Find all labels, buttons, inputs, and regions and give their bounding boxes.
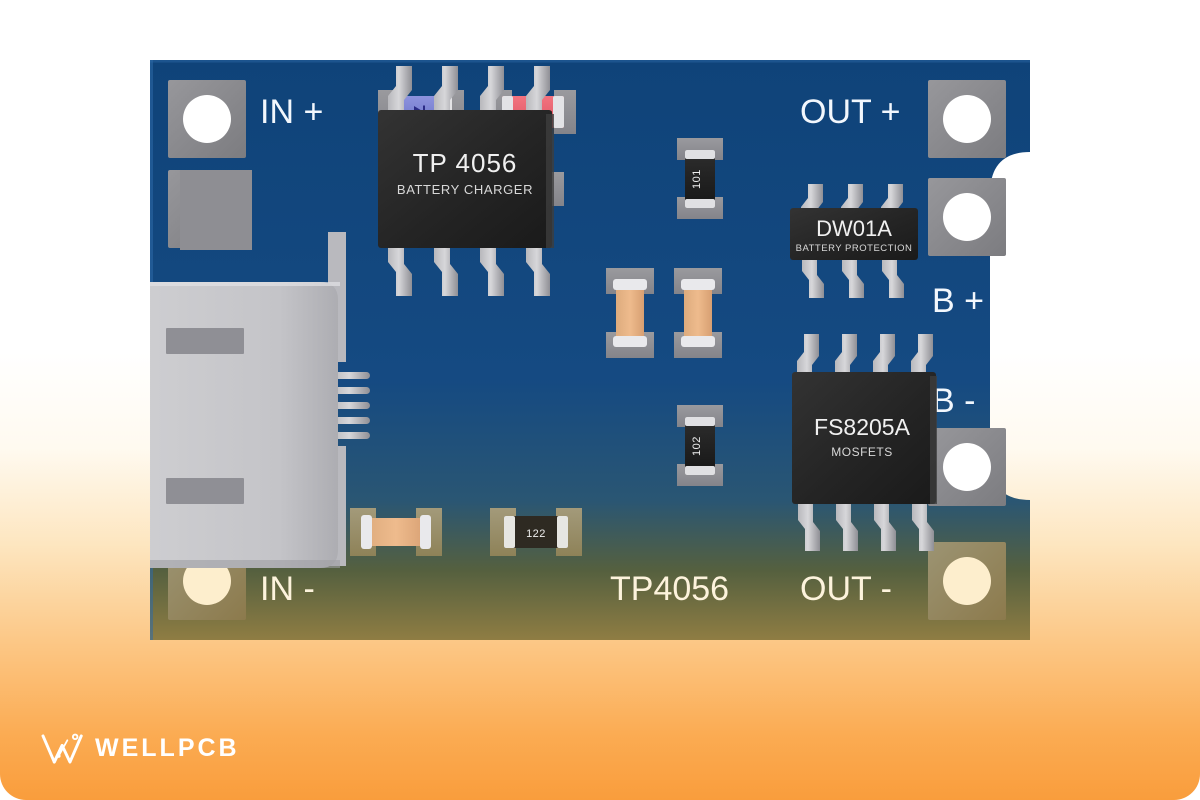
ic-tp4056-subtitle: BATTERY CHARGER xyxy=(397,182,533,197)
ic-dw01a-part: DW01A xyxy=(816,216,892,241)
ic-dw01a-subtitle: BATTERY PROTECTION xyxy=(796,243,913,254)
pcb-board: IN + OUT + B + B - IN - TP4056 OUT - xyxy=(150,60,1030,640)
ic-fs8205a-leads-bottom xyxy=(798,498,934,551)
capacitor-c1 xyxy=(606,268,654,358)
resistor-r5-code: 122 xyxy=(526,528,546,540)
silk-label-in-negative: IN - xyxy=(260,570,315,608)
ic-tp4056: TP 4056 BATTERY CHARGER xyxy=(378,66,554,296)
silk-label-in-positive: IN + xyxy=(260,93,323,131)
ic-fs8205a: FS8205A MOSFETS xyxy=(792,334,937,551)
ic-tp4056-leads-bottom xyxy=(388,238,550,296)
resistor-r4-code: 102 xyxy=(691,436,703,456)
usb-pins xyxy=(332,372,370,439)
ic-tp4056-leads-top xyxy=(388,66,550,122)
ic-fs8205a-part: FS8205A xyxy=(814,414,911,440)
wellpcb-w-mark xyxy=(41,733,83,764)
ic-dw01a-leads-bottom xyxy=(802,257,904,298)
silk-label-out-positive: OUT + xyxy=(800,93,900,131)
resistor-r3-code: 101 xyxy=(691,169,703,189)
ic-fs8205a-subtitle: MOSFETS xyxy=(831,445,893,459)
silk-label-board: TP4056 xyxy=(610,570,729,608)
wellpcb-wordmark: WELLPCB xyxy=(95,733,240,762)
micro-usb-connector xyxy=(150,170,370,568)
resistor-r4: 102 xyxy=(677,405,723,486)
resistor-r3: 101 xyxy=(677,138,723,219)
capacitor-c3 xyxy=(350,508,442,556)
pad-battery-positive-through-hole xyxy=(928,178,1006,256)
silk-label-out-negative: OUT - xyxy=(800,570,892,608)
silk-label-battery-negative: B - xyxy=(932,382,975,420)
pad-in-positive-through-hole xyxy=(168,80,246,158)
capacitor-c2 xyxy=(674,268,722,358)
wellpcb-logo: WELLPCB xyxy=(40,726,240,772)
ic-tp4056-part: TP 4056 xyxy=(413,148,518,178)
pad-out-positive-through-hole xyxy=(928,80,1006,158)
ic-dw01a: DW01A BATTERY PROTECTION xyxy=(790,184,918,298)
resistor-r5: 122 xyxy=(490,508,582,556)
pad-out-negative-through-hole xyxy=(928,542,1006,620)
silk-label-battery-positive: B + xyxy=(932,282,984,320)
pad-battery-negative-through-hole xyxy=(928,428,1006,506)
